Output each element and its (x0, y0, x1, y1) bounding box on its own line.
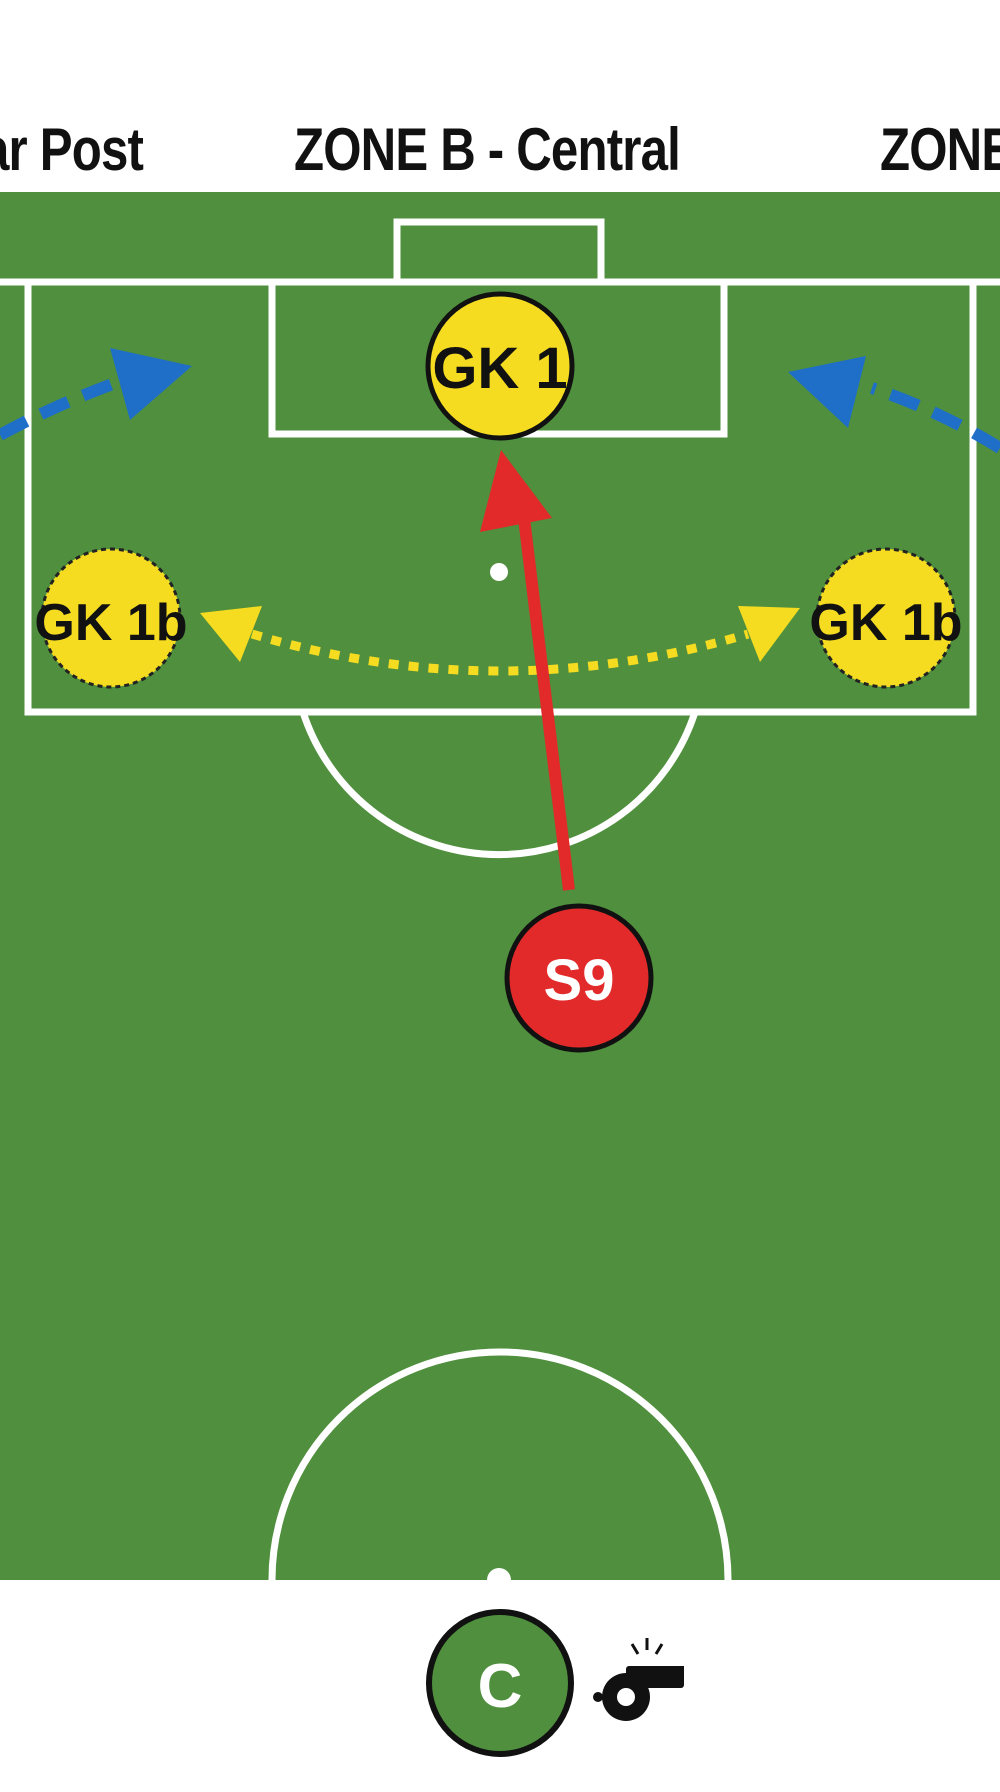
zone-label-left: ar Post (0, 116, 144, 183)
penalty-arc (299, 710, 699, 859)
center-spot (487, 1568, 511, 1592)
goalkeeper-gk1b-right: GK 1b (809, 547, 963, 689)
zone-label-center: ZONE B - Central (294, 116, 681, 183)
penalty-area (24, 282, 977, 716)
gk1-label: GK 1 (432, 336, 567, 401)
yellow-arrowhead-left (200, 606, 262, 662)
goalkeeper-gk1: GK 1 (425, 291, 575, 441)
gk1b-right-label: GK 1b (809, 594, 962, 652)
red-shot-arrow (518, 517, 575, 891)
coach-label: C (478, 1652, 523, 1721)
s9-label: S9 (544, 948, 615, 1013)
zone-label-right: ZONE (880, 116, 1000, 183)
blue-arrowhead-right (788, 356, 866, 428)
whistle-icon (593, 1638, 684, 1721)
yellow-arrowhead-right (738, 606, 800, 662)
coach-c: C (426, 1609, 574, 1757)
blue-arrowhead-left (110, 348, 192, 420)
blue-run-arrow-right (870, 382, 1000, 454)
blue-run-arrow-left (0, 376, 121, 441)
red-arrowhead (480, 450, 552, 532)
striker-s9: S9 (504, 903, 654, 1053)
penalty-spot (490, 563, 508, 581)
center-circle (268, 1348, 732, 1581)
goalkeeper-gk1b-left: GK 1b (34, 547, 188, 689)
gk1b-left-label: GK 1b (34, 594, 187, 652)
